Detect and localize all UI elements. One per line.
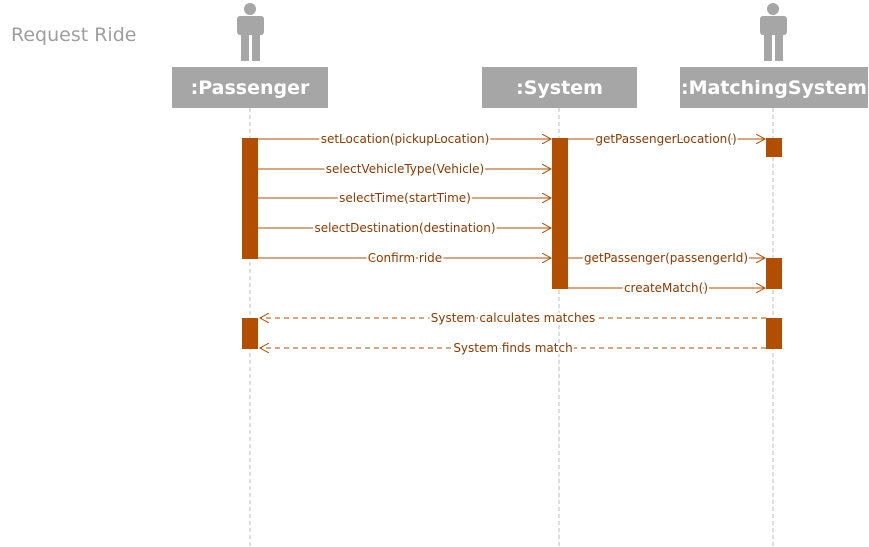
system-activation <box>552 138 568 289</box>
message-label-6: getPassengerLocation() <box>595 132 736 146</box>
diagram-title: Request Ride <box>11 24 137 46</box>
passenger-activation-2 <box>242 318 258 349</box>
participant-system: :System <box>482 67 637 108</box>
message-label-8: createMatch() <box>624 281 708 295</box>
message-label-1: setLocation(pickupLocation) <box>321 132 490 146</box>
message-label-5: Confirm ride <box>368 251 442 265</box>
message-label-2: selectVehicleType(Vehicle) <box>326 162 484 176</box>
return-label-1: System calculates matches <box>431 311 595 325</box>
matching-activation-3 <box>766 318 782 349</box>
message-label-4: selectDestination(destination) <box>314 221 495 235</box>
message-label-3: selectTime(startTime) <box>339 191 471 205</box>
matching-activation-1 <box>766 138 782 157</box>
passenger-actor-icon <box>237 3 264 61</box>
passenger-activation-1 <box>242 138 258 259</box>
return-label-2: System finds match <box>453 341 572 355</box>
participant-matching-system: :MatchingSystem <box>680 67 868 108</box>
matching-system-actor-icon <box>760 3 787 61</box>
message-label-7: getPassenger(passengerId) <box>584 251 748 265</box>
matching-activation-2 <box>766 258 782 289</box>
participant-passenger: :Passenger <box>172 67 328 108</box>
